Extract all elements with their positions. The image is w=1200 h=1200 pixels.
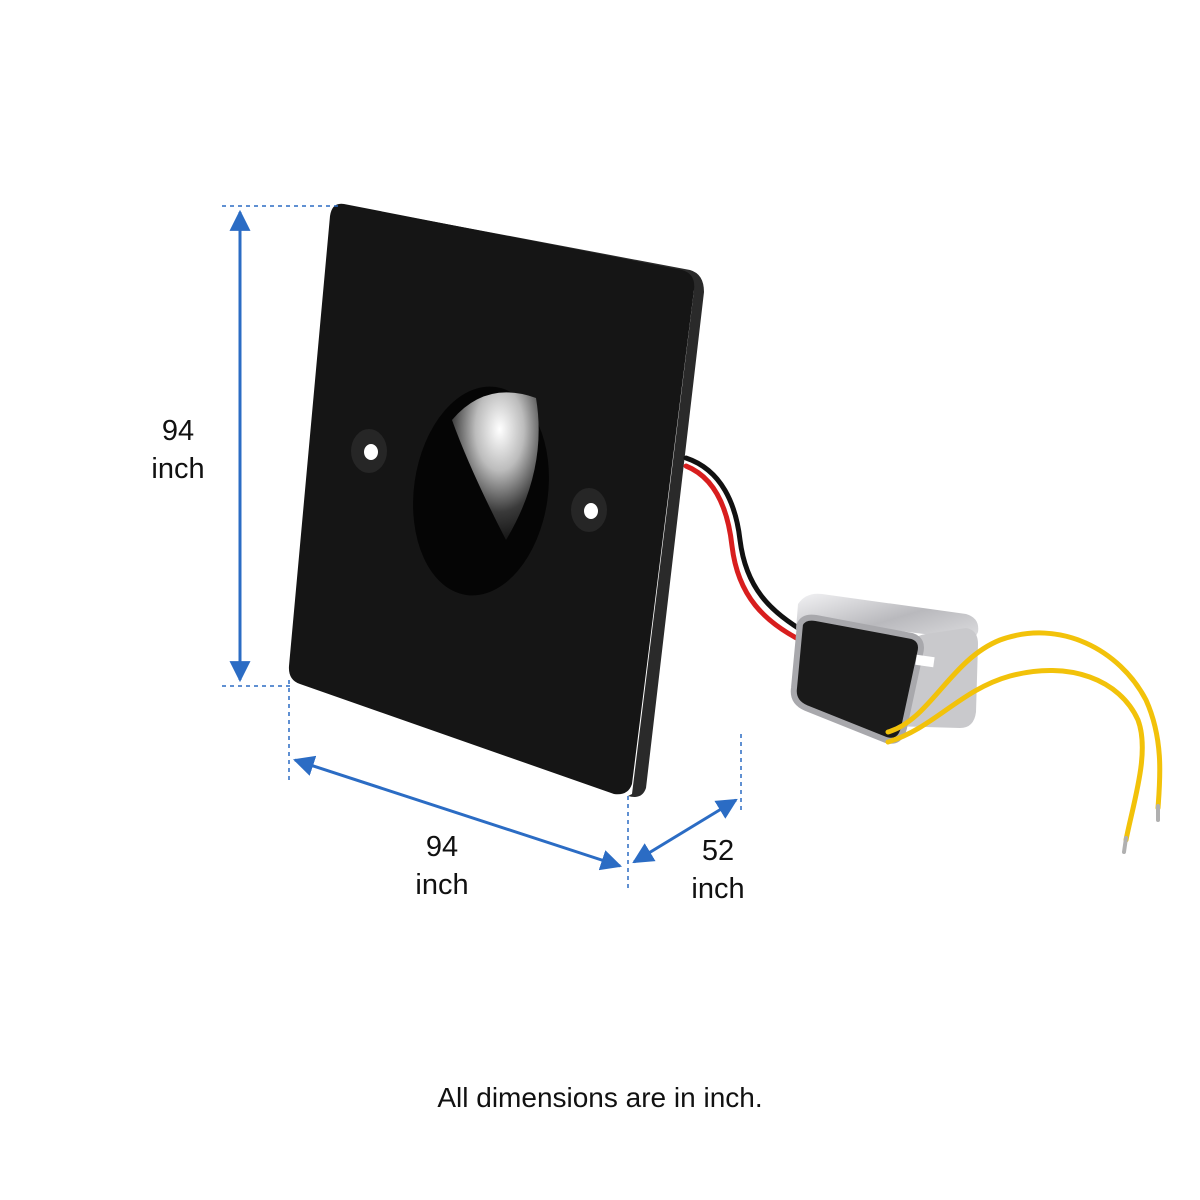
wire-yellow-2 — [885, 667, 1145, 843]
transformer-housing — [790, 593, 979, 744]
width-value: 94 — [425, 831, 459, 863]
wire-red — [683, 463, 807, 645]
depth-value: 52 — [701, 835, 735, 867]
width-unit: inch — [415, 869, 469, 901]
wire-yellow-1 — [885, 630, 1163, 811]
screw-hole-right — [571, 488, 607, 532]
depth-dimension — [632, 734, 742, 864]
height-dimension — [222, 205, 338, 687]
height-value: 94 — [161, 415, 195, 447]
width-label: 94 inch — [402, 828, 482, 904]
height-label: 94 inch — [138, 412, 218, 488]
wire-black — [683, 455, 811, 637]
housing-front-frame — [790, 614, 924, 744]
width-dimension — [288, 680, 629, 892]
wire-tips — [1122, 804, 1160, 854]
housing-front — [793, 617, 921, 741]
output-wires — [885, 630, 1163, 843]
chrome-reflector — [452, 392, 539, 540]
depth-unit: inch — [691, 873, 745, 905]
depth-label: 52 inch — [678, 832, 758, 908]
depth-arrow — [632, 798, 738, 864]
screw-hole-left — [351, 429, 387, 473]
dimensions-footnote: All dimensions are in inch. — [437, 1082, 763, 1113]
power-wires — [683, 455, 811, 645]
width-arrow — [293, 755, 622, 871]
housing-slot — [915, 654, 935, 668]
plate — [288, 203, 704, 797]
height-unit: inch — [151, 453, 205, 485]
